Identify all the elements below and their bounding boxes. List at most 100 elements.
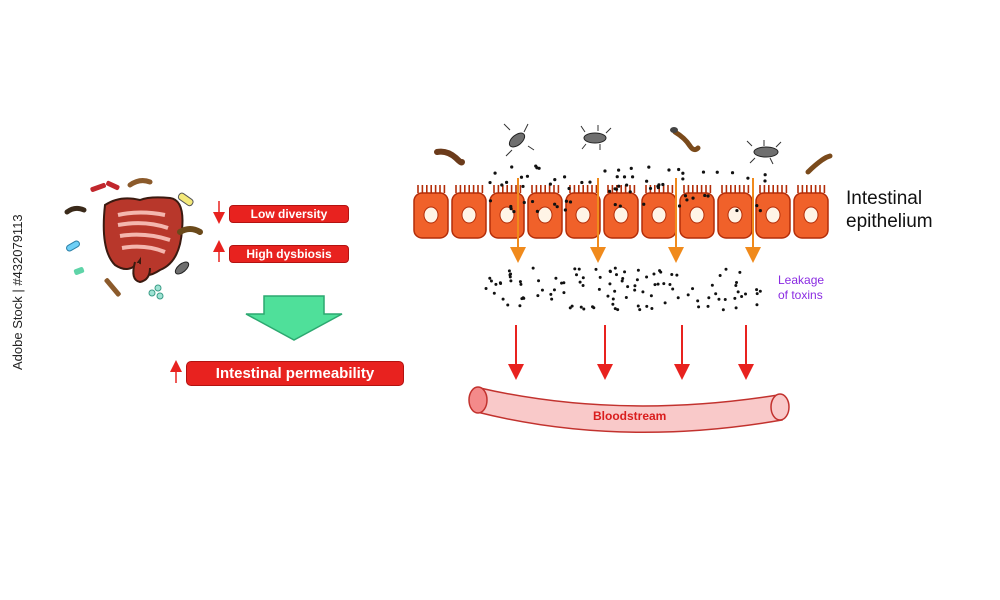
cell-nucleus (613, 206, 629, 224)
big-down-arrow-icon (245, 295, 343, 341)
leakage-dot (723, 298, 727, 302)
toxin-dot (706, 194, 710, 198)
cell-nucleus (423, 206, 439, 224)
toxin-dot (656, 185, 660, 190)
toxin-dot (493, 171, 497, 175)
bloodstream-label: Bloodstream (593, 409, 667, 423)
leakage-dot (489, 279, 493, 283)
leakage-dot (691, 287, 695, 291)
leakage-dot (613, 266, 617, 270)
leakage-dot (552, 288, 556, 292)
leakage-dot (736, 290, 740, 294)
leakage-dot (568, 306, 572, 310)
leakage-dot (488, 276, 492, 280)
leakage-dot (633, 284, 637, 288)
toxin-dot (758, 209, 762, 213)
leakage-dot (755, 292, 759, 296)
toxin-dot (625, 183, 629, 187)
leakage-dot (733, 296, 737, 300)
leakage-dot (650, 307, 654, 311)
toxin-dot (613, 187, 617, 191)
toxin-dot (763, 179, 767, 183)
leakage-dot (577, 267, 581, 271)
leakage-dot (578, 280, 582, 284)
leakage-dot (653, 283, 657, 287)
leakage-dot (676, 296, 680, 300)
toxin-dot (661, 182, 665, 187)
leakage-dot (579, 305, 583, 309)
toxin-dot (613, 202, 617, 207)
toxin-dot (618, 204, 622, 208)
leakage-dot (633, 288, 637, 292)
leakage-dot (492, 291, 496, 295)
toxin-dot (628, 190, 632, 194)
red-arrows-to-bloodstream (508, 325, 754, 380)
leakage-dot (575, 273, 579, 277)
toxin-dot (548, 182, 552, 186)
leakage-dot (641, 290, 645, 294)
leakage-label: Leakage of toxins (778, 273, 824, 303)
low-diversity-badge: Low diversity (229, 205, 349, 223)
leakage-dot (560, 281, 564, 285)
toxin-dot (735, 208, 739, 213)
toxin-dot (553, 178, 557, 182)
leakage-dot (755, 303, 759, 307)
toxin-dot (642, 202, 646, 206)
leakage-dot (581, 284, 585, 288)
leakage-dot (562, 291, 566, 295)
cell-nucleus (461, 206, 477, 224)
leakage-dot (611, 302, 615, 306)
leakage-dot (656, 282, 660, 286)
toxin-dot (630, 175, 635, 179)
leakage-dot (562, 281, 566, 285)
toxin-dot (567, 186, 571, 191)
toxin-dot (683, 194, 688, 198)
toxin-dot (715, 170, 719, 174)
leakage-dot (623, 270, 627, 274)
toxin-dot (488, 199, 493, 203)
leakage-dot (509, 272, 513, 276)
toxin-dot (691, 196, 695, 200)
stock-caption: Adobe Stock | #432079113 (10, 214, 25, 370)
leakage-dot (613, 307, 617, 311)
epithelium-label: Intestinal epithelium (846, 187, 933, 233)
toxin-dot (746, 176, 750, 180)
leakage-dot (686, 293, 690, 297)
toxin-dot (763, 173, 767, 177)
leakage-dot (594, 267, 598, 271)
toxin-dot (512, 209, 516, 214)
leakage-dot (663, 301, 667, 305)
leakage-dot (668, 282, 672, 286)
cell-nucleus (727, 206, 743, 224)
toxin-dot (525, 174, 530, 178)
orange-passage-arrows (510, 178, 761, 263)
toxin-dot (703, 193, 707, 198)
toxin-dot (522, 200, 526, 205)
toxin-dot (510, 165, 514, 169)
leakage-dot (598, 275, 602, 279)
leakage-dot (519, 282, 523, 286)
leakage-dot (549, 292, 553, 296)
leakage-dot (506, 303, 510, 307)
leakage-dot (758, 289, 762, 293)
toxin-dot (555, 205, 559, 209)
bacteria-above-epithelium (434, 123, 833, 175)
leakage-dot (755, 288, 759, 292)
leakage-dot (706, 304, 710, 308)
toxin-dot (509, 207, 513, 211)
leakage-dot (540, 288, 544, 292)
leakage-dot (508, 275, 512, 279)
toxin-dot (677, 204, 682, 208)
leakage-dot (652, 272, 656, 276)
leakage-dot (554, 276, 558, 280)
leakage-dot (608, 282, 612, 286)
toxin-dot (607, 189, 612, 193)
leakage-dot (721, 308, 725, 312)
leakage-dot (638, 308, 642, 312)
toxin-dot (645, 179, 649, 183)
leakage-dot (671, 287, 675, 291)
toxin-dot (677, 167, 681, 172)
toxin-dot (535, 209, 540, 213)
leakage-dot (501, 297, 505, 301)
bloodstream-vessel (468, 386, 790, 433)
